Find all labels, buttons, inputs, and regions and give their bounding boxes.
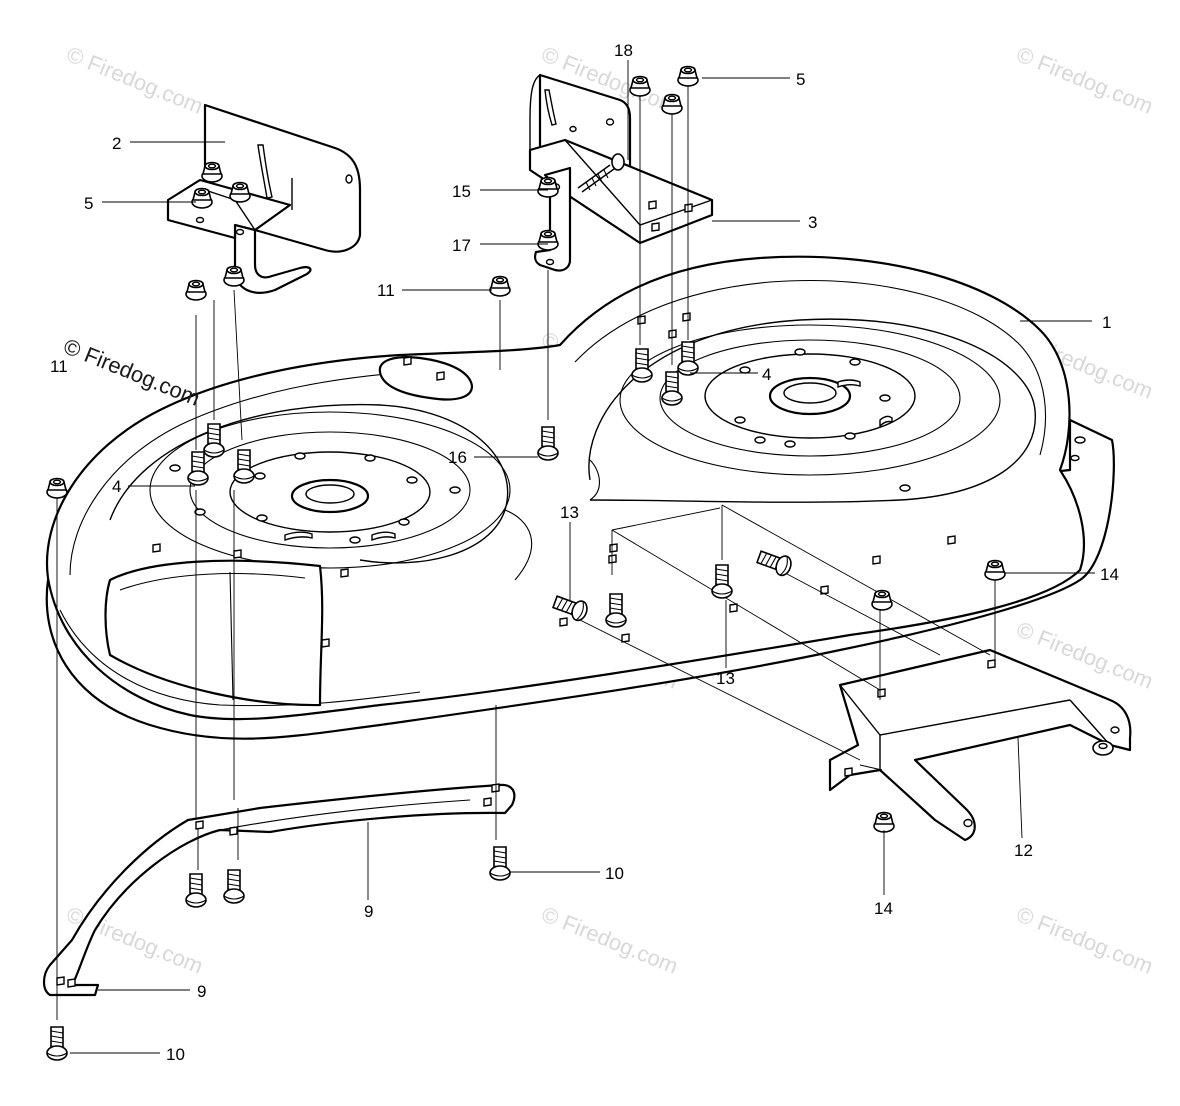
callout-11-center: 11 (377, 281, 395, 300)
callout-10-left: 10 (166, 1045, 185, 1064)
callout-9-center: 9 (364, 902, 373, 921)
callout-4-left: 4 (112, 477, 121, 496)
callout-9-left: 9 (197, 982, 206, 1001)
nut (984, 559, 1006, 581)
watermark-text-dark: © Firedog.com (60, 333, 203, 410)
bracket-rear (828, 648, 1132, 842)
watermark-text: © Firedog.com (1013, 901, 1156, 978)
callout-17: 17 (452, 236, 471, 255)
rear-bracket-nut (1092, 740, 1114, 756)
watermark-text: © Firedog.com (63, 41, 206, 118)
nut (871, 589, 893, 611)
callout-labels: 1 2 3 4 4 5 5 9 9 10 10 11 11 12 13 13 1… (50, 41, 1119, 1064)
bolt (185, 873, 207, 908)
callout-5-right: 5 (796, 70, 805, 89)
nut (629, 75, 651, 97)
callout-11-left: 11 (50, 357, 68, 376)
callout-15: 15 (452, 182, 471, 201)
nut (537, 176, 559, 198)
callout-10-center: 10 (605, 864, 624, 883)
nut (873, 811, 895, 833)
nut (489, 275, 511, 297)
bolt (46, 1026, 68, 1061)
nut (537, 229, 559, 251)
callout-13-lower: 13 (716, 669, 735, 688)
deck-housing (45, 255, 1115, 740)
callout-13-upper: 13 (560, 503, 579, 522)
left-spindle-holes (169, 452, 461, 544)
callout-18: 18 (614, 41, 633, 60)
callout-3: 3 (808, 213, 817, 232)
nut (185, 279, 207, 301)
nut (661, 93, 683, 115)
callout-4-right: 4 (762, 365, 771, 384)
nut (201, 161, 223, 183)
callout-16: 16 (448, 448, 467, 467)
callout-14-lower: 14 (874, 899, 893, 918)
bolt (223, 869, 245, 904)
bolt (489, 846, 511, 881)
nut (46, 477, 68, 499)
nut (229, 181, 251, 203)
assembly-guide-lines (56, 85, 996, 1020)
nut (677, 65, 699, 87)
callout-14-right: 14 (1100, 565, 1119, 584)
callout-12: 12 (1014, 841, 1033, 860)
right-spindle-holes (734, 348, 1086, 492)
watermark-text: © Firedog.com (1013, 41, 1156, 118)
nut (223, 265, 245, 287)
callout-2: 2 (112, 134, 121, 153)
callout-1: 1 (1102, 313, 1111, 332)
watermark-text: © Firedog.com (538, 901, 681, 978)
front-baffle (42, 783, 516, 997)
callout-leaders (70, 60, 1095, 1054)
nut (191, 187, 213, 209)
callout-5-left: 5 (84, 194, 93, 213)
